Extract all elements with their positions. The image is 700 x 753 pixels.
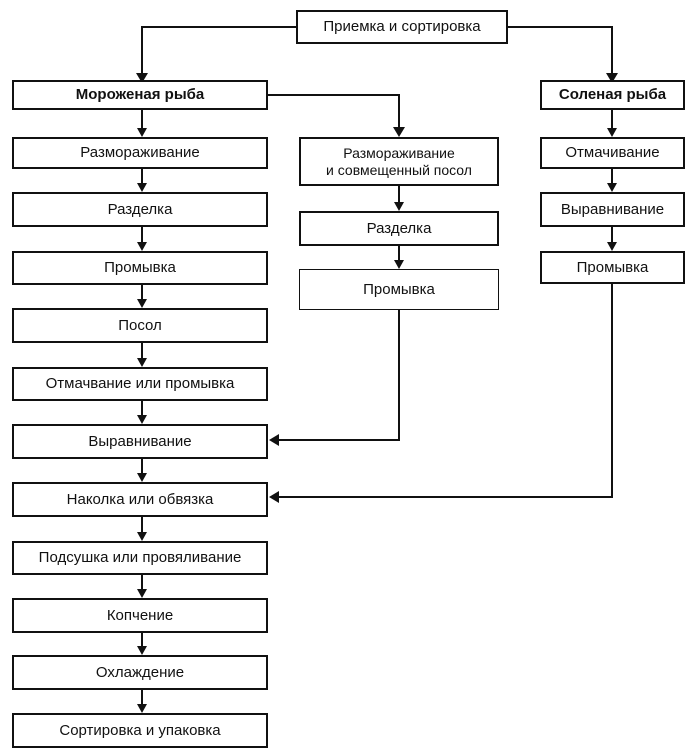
node-drying-or-curing: Подсушка или провяливание [12, 541, 268, 575]
node-frozen-fish: Мороженая рыба [12, 80, 268, 110]
node-salted-fish: Соленая рыба [540, 80, 685, 110]
node-frozen-salting: Посол [12, 308, 268, 343]
node-sorting-packing: Сортировка и упаковка [12, 713, 268, 748]
node-salted-leveling: Выравнивание [540, 192, 685, 227]
node-thawing-combined-salting: Размораживание и совмещенный посол [299, 137, 499, 186]
node-frozen-cutting: Разделка [12, 192, 268, 227]
node-receiving-sorting: Приемка и сортировка [296, 10, 508, 44]
node-salted-soaking: Отмачивание [540, 137, 685, 169]
node-frozen-soaking-or-washing: Отмачвание или промывка [12, 367, 268, 401]
node-frozen-thawing: Размораживание [12, 137, 268, 169]
node-smoking: Копчение [12, 598, 268, 633]
node-leveling: Выравнивание [12, 424, 268, 459]
node-middle-washing: Промывка [299, 269, 499, 310]
node-thawing-combined-salting-line1: Размораживание [343, 144, 455, 161]
node-stringing-or-tying: Наколка или обвязка [12, 482, 268, 517]
node-cooling: Охлаждение [12, 655, 268, 690]
node-middle-cutting: Разделка [299, 211, 499, 246]
node-thawing-combined-salting-line2: и совмещенный посол [326, 161, 472, 178]
node-salted-washing: Промывка [540, 251, 685, 284]
node-frozen-washing: Промывка [12, 251, 268, 285]
